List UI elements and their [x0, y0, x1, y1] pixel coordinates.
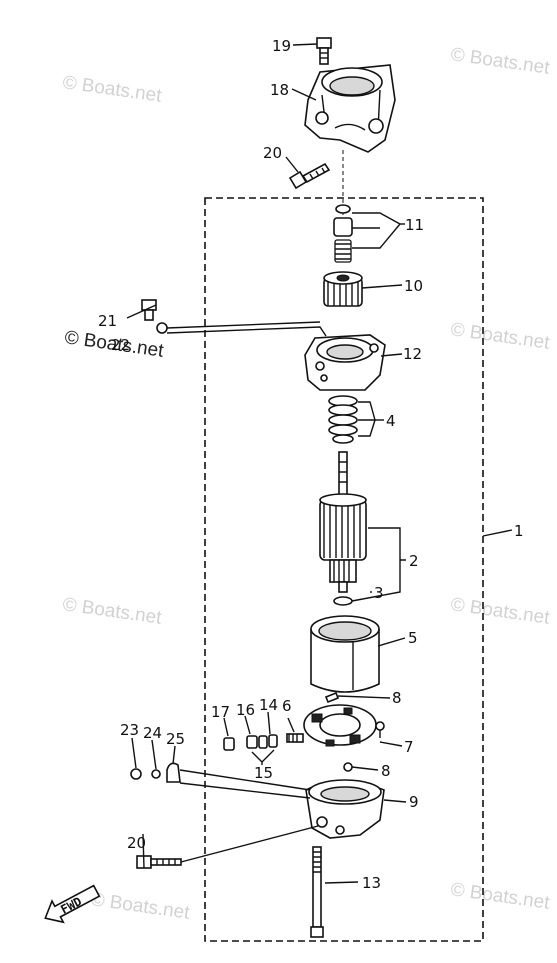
label-7: 7 — [404, 738, 414, 756]
label-3: 3 — [374, 584, 384, 602]
label-24: 24 — [143, 724, 162, 742]
label-14: 14 — [259, 696, 278, 714]
watermark: © Boats.net — [89, 889, 191, 924]
watermark: © Boats.net — [61, 594, 163, 629]
watermark: © Boats.net — [449, 594, 551, 629]
label-16: 16 — [236, 701, 255, 719]
part-10-pinion-gear — [323, 271, 363, 307]
watermark: © Boats.net — [449, 879, 551, 914]
part-20-bolt-top — [288, 162, 331, 190]
part-18-bracket — [304, 64, 396, 153]
label-17: 17 — [211, 703, 230, 721]
label-25: 25 — [166, 730, 185, 748]
label-4: 4 — [386, 412, 396, 430]
label-8-lower: 8 — [381, 762, 391, 780]
label-11: 11 — [405, 216, 424, 234]
label-20-lower: 20 — [127, 834, 146, 852]
part-19-bolt — [316, 37, 332, 65]
label-12: 12 — [403, 345, 422, 363]
part-13-through-bolt — [310, 846, 324, 938]
watermark: © Boats.net — [449, 319, 551, 354]
part-6-terminal — [286, 733, 304, 743]
leader-lines — [126, 43, 513, 884]
part-12-front-cover — [304, 334, 386, 391]
part-labels: 19 18 20 11 10 21 22 12 4 1 2 3 5 8 17 1… — [98, 37, 524, 892]
parts-14-16-17-nuts — [223, 734, 278, 751]
label-13: 13 — [362, 874, 381, 892]
part-2-armature — [319, 451, 367, 593]
label-2: 2 — [409, 552, 419, 570]
part-5-yoke — [310, 615, 380, 693]
label-22: 22 — [111, 336, 130, 354]
label-23: 23 — [120, 721, 139, 739]
part-3-washer — [333, 596, 353, 606]
label-1: 1 — [514, 522, 524, 540]
assembly-boundary — [204, 197, 484, 942]
part-4-washers — [328, 395, 358, 444]
label-9: 9 — [409, 793, 419, 811]
label-6: 6 — [282, 697, 292, 715]
label-20-top: 20 — [263, 144, 282, 162]
label-8-upper: 8 — [392, 689, 402, 707]
watermark: © Boats.net — [449, 44, 551, 79]
part-11-pinion-stop — [333, 204, 353, 263]
label-10: 10 — [404, 277, 423, 295]
label-21: 21 — [98, 312, 117, 330]
label-15: 15 — [254, 764, 273, 782]
parts-23-24-25 — [130, 762, 181, 783]
label-18: 18 — [270, 81, 289, 99]
watermark: © Boats.net — [61, 72, 163, 107]
label-19: 19 — [272, 37, 291, 55]
part-7-brush-holder — [303, 704, 377, 747]
part-9-lower-cover — [305, 779, 385, 839]
label-5: 5 — [408, 629, 418, 647]
